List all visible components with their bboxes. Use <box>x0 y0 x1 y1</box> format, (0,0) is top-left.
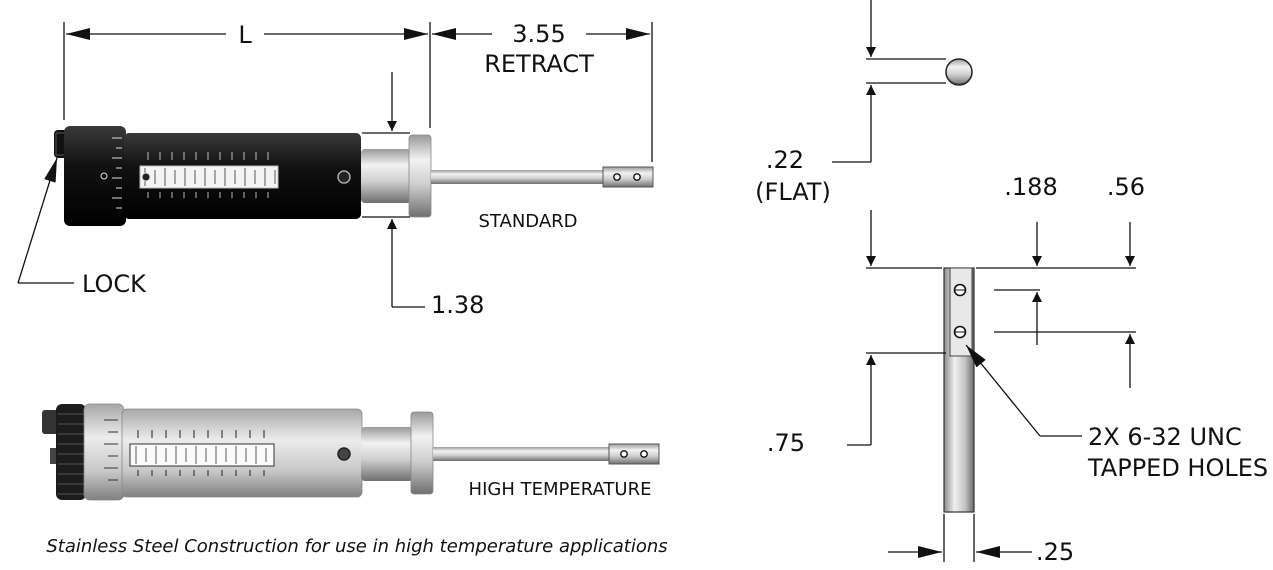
high-temp-tip <box>608 443 660 465</box>
high-temp-knurled-ring <box>56 404 86 500</box>
tapped-holes-line1: 2X 6-32 UNC <box>1088 423 1242 451</box>
high-temp-rod <box>433 447 609 461</box>
tapped-holes-line2: TAPPED HOLES <box>1087 454 1268 482</box>
high-temp-neck <box>361 427 413 481</box>
tapped-holes-callout: 2X 6-32 UNC TAPPED HOLES <box>965 344 1268 482</box>
dimension-hole-spacing: .188 <box>976 173 1136 345</box>
dimension-flat: .22 (FLAT) <box>755 0 946 206</box>
high-temp-scale-window <box>129 443 275 467</box>
tip-flat <box>949 267 973 357</box>
retract-value: 3.55 <box>512 20 565 48</box>
tip-end-view <box>945 58 973 86</box>
standard-rod <box>431 170 603 184</box>
hole-spacing-value: .188 <box>1004 173 1057 201</box>
flat-length-value: .75 <box>767 429 805 457</box>
tip-length-value: .56 <box>1107 173 1145 201</box>
dimension-L: L <box>63 21 431 128</box>
dimension-flat-length: .75 <box>767 210 946 457</box>
flat-value: .22 <box>766 146 804 174</box>
tapped-hole-icon <box>620 450 628 458</box>
dimension-rod-width: .25 <box>888 514 1074 566</box>
dimension-L-text: L <box>238 21 252 49</box>
diameter-value: 1.38 <box>431 291 484 319</box>
high-temp-flange <box>410 411 434 495</box>
lock-callout: LOCK <box>17 157 147 298</box>
retract-label: RETRACT <box>484 50 594 78</box>
standard-probe <box>54 126 654 226</box>
rod-end-circle <box>945 58 973 86</box>
dimension-diameter: 1.38 <box>362 72 484 319</box>
tip-side-view <box>943 267 975 513</box>
lock-label: LOCK <box>82 270 147 298</box>
standard-tip <box>602 166 654 188</box>
tapped-hole-icon <box>640 450 648 458</box>
caption: Stainless Steel Construction for use in … <box>46 536 667 557</box>
rod-width-value: .25 <box>1036 538 1074 566</box>
dimension-tip-length: .56 <box>1107 173 1145 388</box>
high-temperature-probe <box>42 403 660 501</box>
standard-label: STANDARD <box>478 211 577 232</box>
knurled-knob-icon <box>42 410 58 434</box>
flat-label: (FLAT) <box>755 178 831 206</box>
standard-neck <box>361 149 411 203</box>
dimension-retract: 3.55 RETRACT <box>432 20 653 162</box>
high-temperature-label: HIGH TEMPERATURE <box>469 479 652 500</box>
tapped-hole-icon <box>613 173 621 181</box>
standard-scale-window <box>139 165 279 189</box>
tapped-hole-icon <box>633 173 641 181</box>
high-temp-dial-collar <box>83 403 125 501</box>
standard-dial-collar <box>64 126 126 226</box>
standard-flange <box>408 134 432 218</box>
